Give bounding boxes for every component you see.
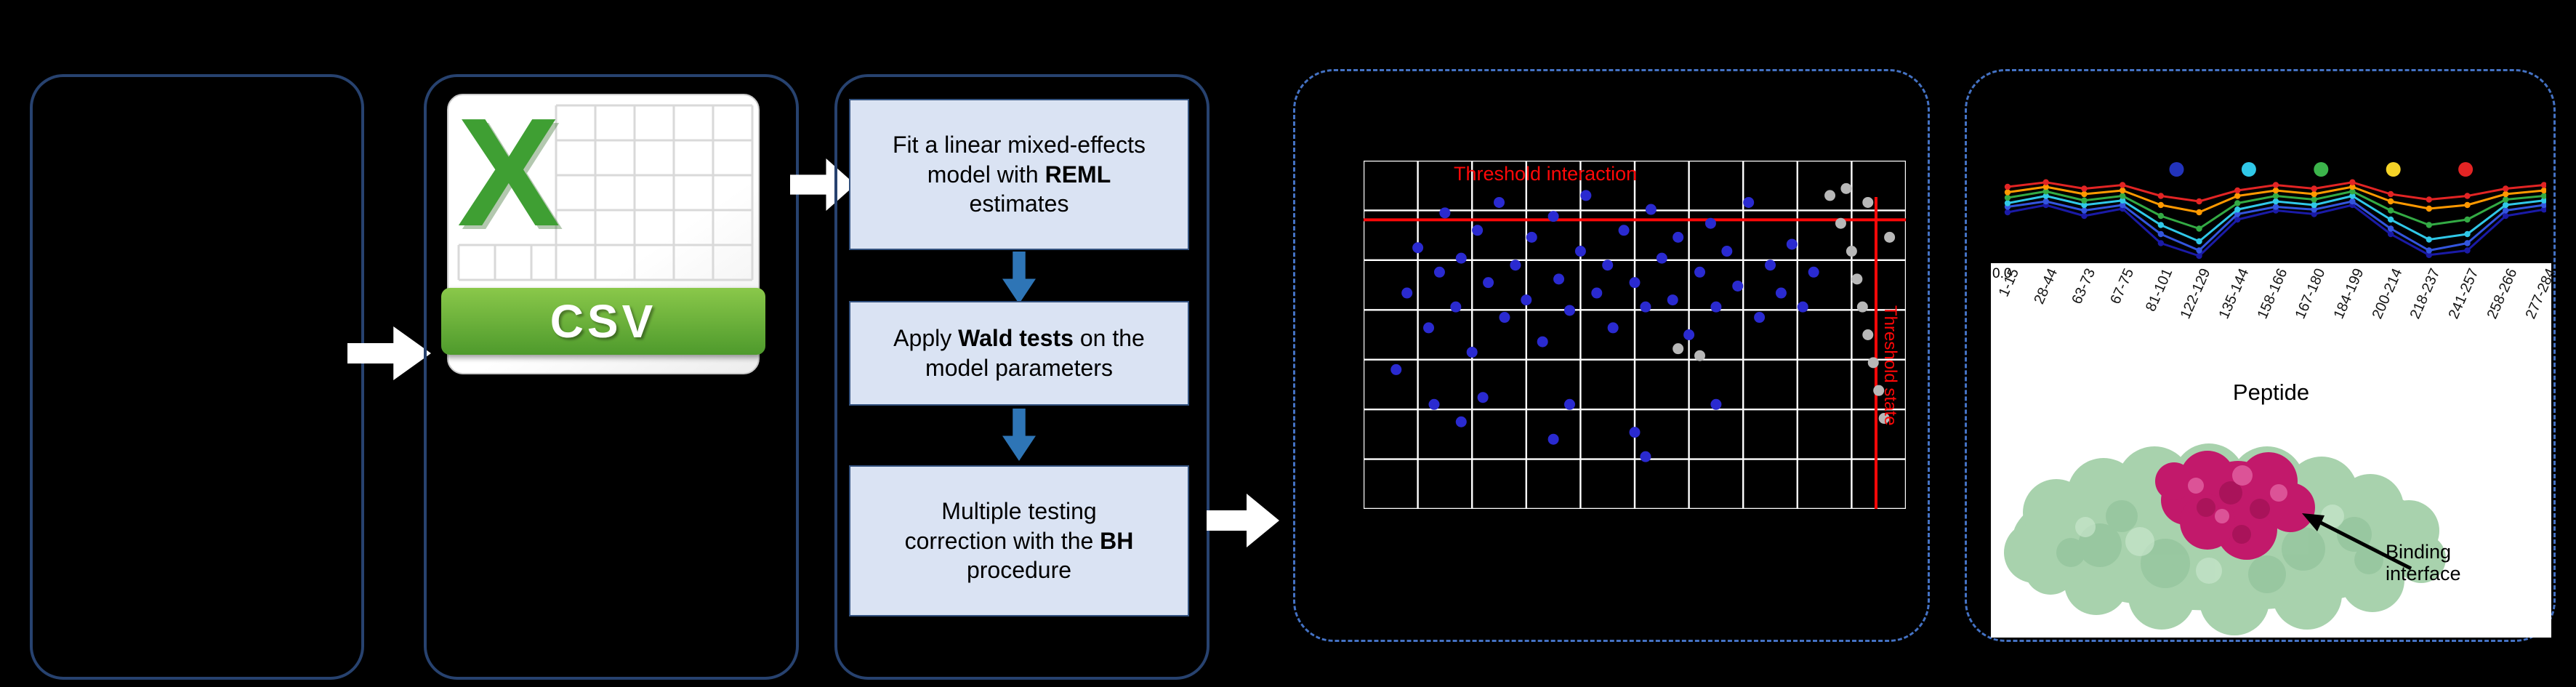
significance-plot-panel	[1293, 69, 1930, 642]
step-text-part: Apply	[893, 325, 959, 352]
uptake-series-timepoint-4	[2004, 188, 2546, 232]
step-text-bold: BH	[1100, 527, 1134, 554]
step-text-part: Fit a linear mixed-effects model with	[893, 131, 1146, 188]
step-text-part: Multiple testing correction with the	[904, 497, 1100, 554]
excel-x-logo: X	[457, 86, 560, 258]
peptide-tick-label: 135-144	[2215, 266, 2253, 322]
peptide-tick-label: 258-266	[2484, 266, 2521, 322]
peptide-tick-label: 122-129	[2177, 266, 2214, 322]
step-wald-tests-text: Apply Wald tests on the model parameters	[850, 324, 1188, 383]
statistical-pipeline-box	[834, 74, 1209, 680]
csv-input-box	[424, 74, 799, 680]
uptake-series-timepoint-1	[2004, 201, 2546, 260]
step-bh-correction-text: Multiple testing correction with the BH …	[850, 497, 1188, 586]
step-text-part: on the model parameters	[925, 325, 1145, 381]
protein-surface-highlight	[2075, 505, 2344, 584]
step-text-bold: REML	[1045, 161, 1111, 188]
peptide-tick-label: 218-237	[2407, 266, 2444, 322]
csv-ribbon: CSV	[441, 288, 765, 355]
peptide-tick-label: 1-15	[1995, 266, 2023, 300]
csv-label: CSV	[550, 295, 657, 347]
binding-region-shading	[2197, 481, 2270, 544]
y-axis-tick-label: 0.0	[1992, 266, 2012, 281]
peptide-tick-label: 184-199	[2330, 266, 2367, 322]
timepoint-legend-dots	[2169, 162, 2474, 177]
threshold-lines	[1364, 197, 1906, 509]
step-bh-correction: Multiple testing correction with the BH …	[849, 465, 1189, 616]
peptide-tick-label: 63-73	[2069, 266, 2099, 307]
step-fit-model-text: Fit a linear mixed-effects model with RE…	[850, 130, 1188, 220]
peptide-tick-label: 241-257	[2445, 266, 2482, 322]
uptake-series-timepoint-5	[2004, 183, 2546, 216]
threshold-state-label: Threshold state	[1880, 305, 1900, 426]
binding-region-highlight	[2188, 465, 2287, 523]
peptide-axis-title: Peptide	[2232, 379, 2310, 405]
binding-interface-label: Binding interface	[2386, 541, 2461, 585]
scatter-points-non-significant	[1673, 182, 1896, 424]
step-text-bold: Wald tests	[958, 325, 1074, 352]
step-text-part: procedure	[966, 557, 1072, 584]
step-fit-model: Fit a linear mixed-effects model with RE…	[849, 99, 1189, 250]
protein-structure-illustration	[2004, 443, 2446, 635]
step-text-part: estimates	[969, 190, 1069, 217]
uptake-series-timepoint-3	[2004, 193, 2546, 245]
spreadsheet-grid	[457, 104, 754, 281]
uptake-series-timepoint-2	[2004, 198, 2546, 254]
significance-scatter-chart	[1364, 161, 1906, 509]
step-wald-tests: Apply Wald tests on the model parameters	[849, 301, 1189, 406]
peptide-tick-label: 28-44	[2030, 266, 2061, 307]
peptide-tick-label: 167-180	[2292, 266, 2329, 322]
annotation-arrow-icon	[2302, 513, 2412, 571]
results-panel	[1965, 69, 2556, 642]
input-data-box	[30, 74, 364, 680]
peptide-tick-label: 81-101	[2142, 266, 2175, 314]
peptide-tick-label: 67-75	[2107, 266, 2138, 307]
csv-file-icon: X CSV	[441, 86, 765, 374]
arrow-right-icon	[1207, 494, 1279, 547]
threshold-interaction-label: Threshold interaction	[1454, 163, 1638, 185]
uptake-line-chart	[2004, 162, 2546, 260]
peptide-tick-label: 158-166	[2254, 266, 2291, 322]
peptide-tick-label: 200-214	[2369, 266, 2406, 322]
scatter-points-significant	[1390, 190, 1819, 462]
uptake-series-timepoint-6	[2004, 179, 2546, 205]
